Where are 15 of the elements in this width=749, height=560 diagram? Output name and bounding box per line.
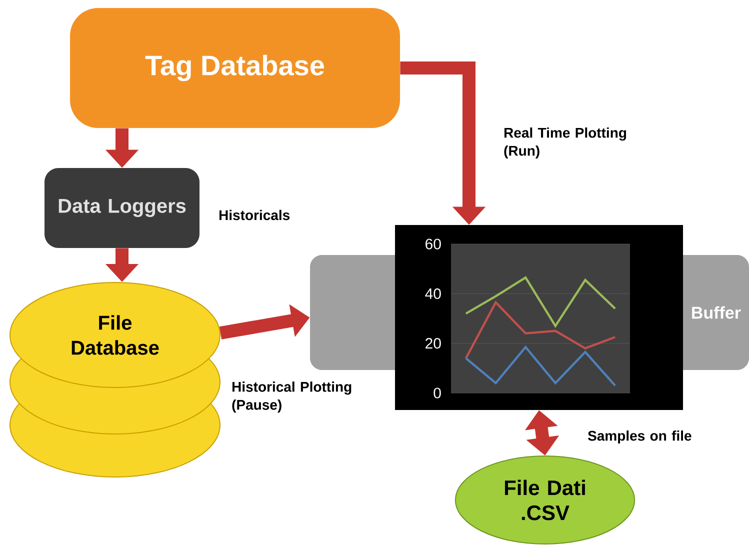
y-tick-label: 20 xyxy=(426,338,441,349)
database-stack: File Database xyxy=(10,282,220,478)
y-tick-label: 0 xyxy=(434,388,441,398)
line-series xyxy=(464,301,616,360)
process-box: Data Loggers xyxy=(44,168,200,248)
edge-label: Historical Plotting (Pause) xyxy=(232,382,352,413)
line-series xyxy=(464,276,616,328)
y-tick-label: 40 xyxy=(425,288,441,299)
y-tick-label: 60 xyxy=(426,238,441,250)
edge-label: Real Time Plotting (Run) xyxy=(504,127,626,159)
rounded-box: Tag Database xyxy=(70,8,400,128)
node-caption: Historicals xyxy=(219,210,290,220)
ellipse-node: File Dati .CSV xyxy=(454,456,636,544)
edge-label: Samples on file xyxy=(588,430,692,444)
line-series xyxy=(464,346,616,387)
